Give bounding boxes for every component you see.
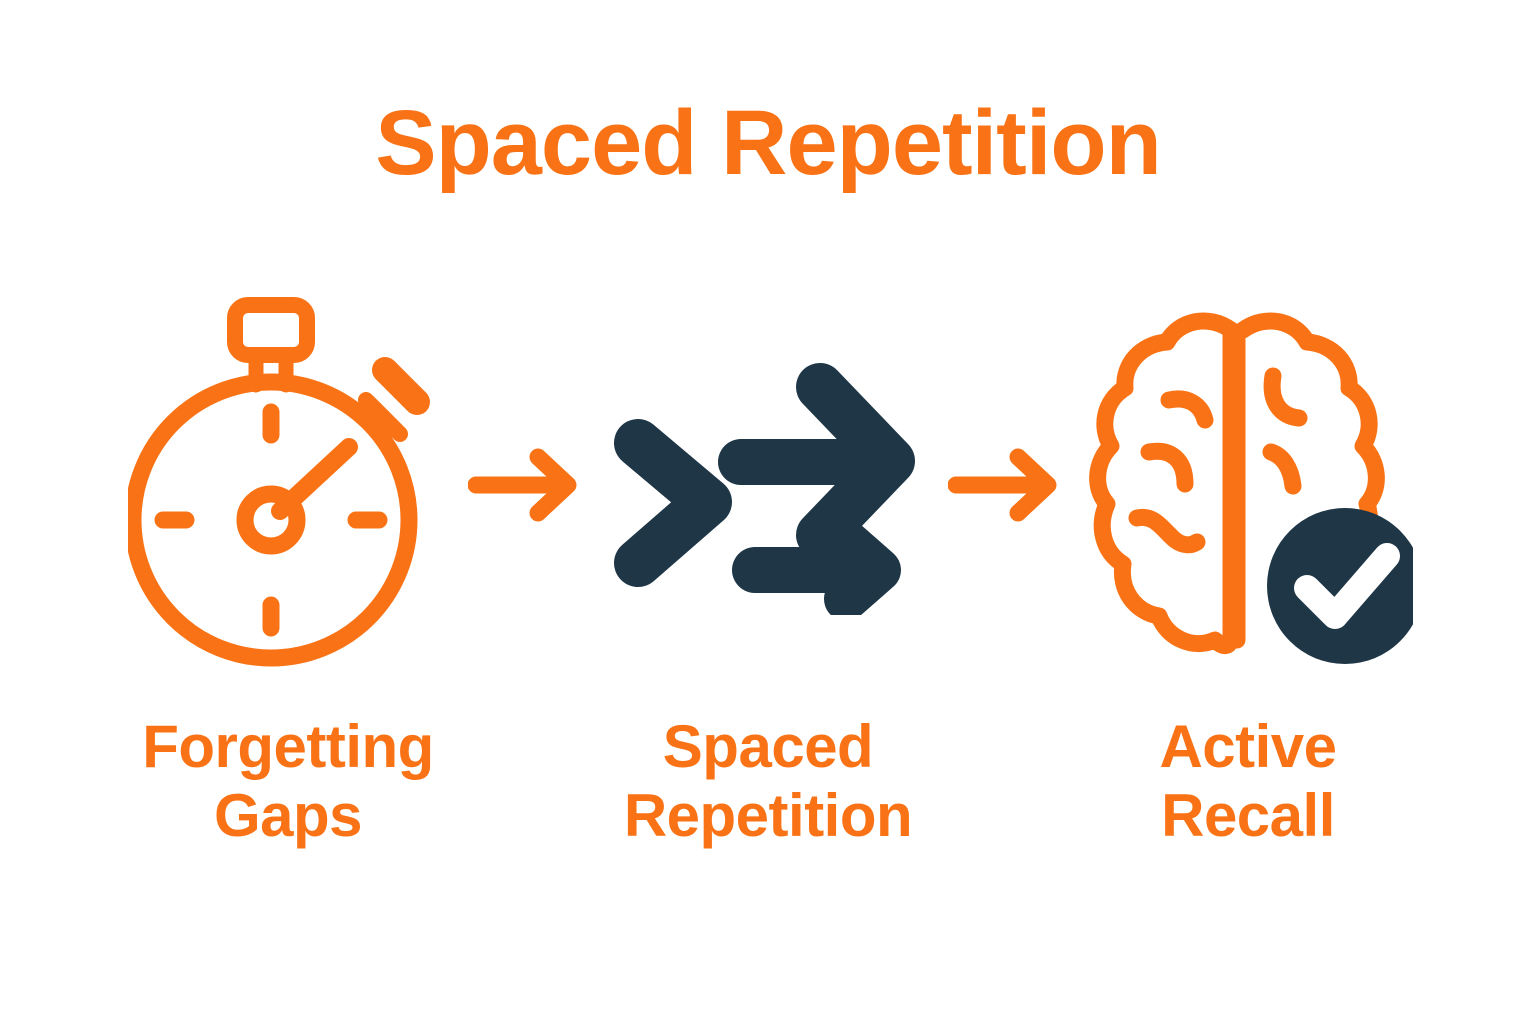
check-badge — [1267, 508, 1413, 664]
stopwatch-icon — [128, 297, 430, 667]
brain-check-icon — [1089, 312, 1413, 664]
caption-line-1: Spaced — [662, 713, 874, 780]
shuffle-arrows-icon — [614, 363, 915, 615]
page-title: Spaced Repetition — [375, 92, 1162, 194]
flow-connector-2 — [933, 285, 1083, 685]
caption-line-2: Repetition — [623, 782, 913, 849]
flow-step-active-recall — [1083, 285, 1413, 685]
caption-line-1: Active — [1159, 713, 1337, 780]
caption-forgetting-gaps: Forgetting Gaps — [123, 712, 453, 850]
flow-step-spaced-repetition — [603, 285, 933, 685]
flow-connector-1 — [453, 285, 603, 685]
caption-active-recall: Active Recall — [1083, 712, 1413, 850]
arrow-right-icon — [948, 448, 1057, 522]
caption-line-2: Gaps — [213, 782, 363, 849]
caption-row: Forgetting Gaps Spaced Repetition Active… — [0, 712, 1536, 912]
caption-spaced-repetition: Spaced Repetition — [603, 712, 933, 850]
flow-row — [0, 285, 1536, 685]
caption-line-2: Recall — [1161, 782, 1335, 849]
flow-step-forgetting-gaps — [123, 285, 453, 685]
arrow-right-icon — [468, 448, 577, 522]
caption-line-1: Forgetting — [142, 713, 434, 780]
